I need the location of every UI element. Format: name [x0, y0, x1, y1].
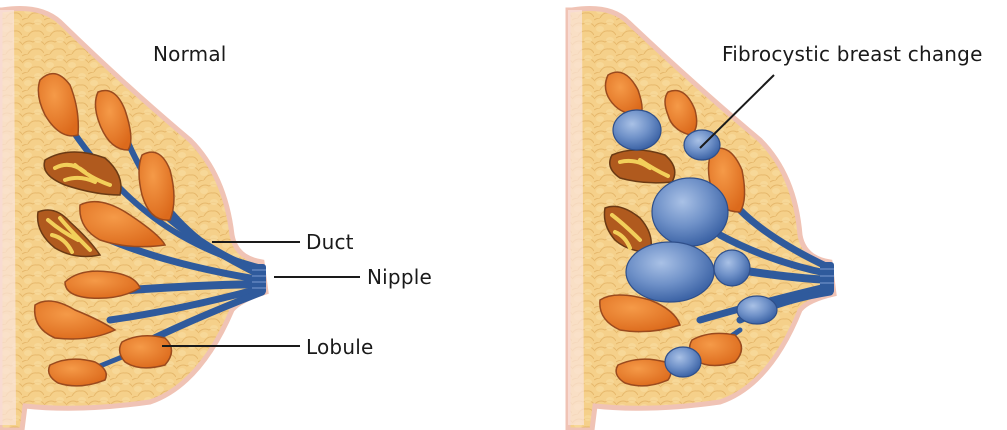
fibrous-glands [36, 151, 122, 258]
fibrocystic-breast [565, 6, 837, 430]
nipple [820, 262, 834, 294]
normal-breast [0, 6, 269, 430]
leader-lines [162, 74, 775, 347]
normal-title: Normal [153, 42, 227, 66]
fibrous-glands [603, 149, 676, 253]
cyst [736, 295, 778, 325]
cyst [625, 241, 715, 303]
cyst [651, 177, 729, 247]
cyst [713, 249, 751, 287]
fibrocystic-leader-line [699, 74, 775, 149]
lobules [33, 72, 175, 387]
lobules [599, 71, 746, 387]
fibrocystic-title: Fibrocystic breast change [722, 42, 983, 66]
duct-label: Duct [306, 230, 354, 254]
nipple-label: Nipple [367, 265, 432, 289]
cyst [612, 109, 662, 151]
nipple [252, 264, 266, 294]
cyst [664, 346, 702, 378]
lobule-label: Lobule [306, 335, 374, 359]
